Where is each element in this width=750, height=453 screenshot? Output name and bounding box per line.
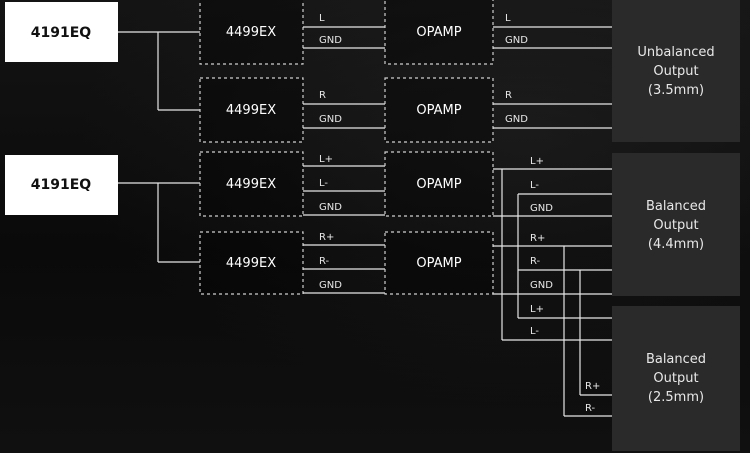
dac-chip-label-4: 4499EX — [226, 256, 276, 271]
dac-chip-box-4 — [199, 231, 304, 295]
unbalanced-output-line1: Unbalanced — [637, 45, 714, 60]
opamp-box-1 — [384, 0, 494, 65]
balanced-25-output-line1: Balanced — [646, 352, 706, 367]
dac-chip-label-3: 4499EX — [226, 177, 276, 192]
bal44-line-label-lplus: L+ — [530, 156, 544, 167]
dac1-line-label-gnd: GND — [319, 35, 342, 46]
dac3-line-label-lminus: L- — [319, 178, 328, 189]
dac4-line-label-rplus: R+ — [319, 232, 334, 243]
bal44-line-label-lminus: L- — [530, 180, 539, 191]
dac-chip-label-2: 4499EX — [226, 103, 276, 118]
dac-chip-box-3 — [199, 151, 304, 217]
eq-chip-label-2: 4191EQ — [31, 177, 92, 193]
unbal-line-label-gnd1: GND — [505, 35, 528, 46]
dac-chip-box-2 — [199, 77, 304, 143]
dac3-line-label-gnd: GND — [319, 202, 342, 213]
balanced-44-output-line3: (4.4mm) — [648, 237, 704, 252]
bal44-line-label-gnd2: GND — [530, 280, 553, 291]
eq-to-dac-wiring — [118, 31, 200, 263]
opamp-box-4 — [384, 231, 494, 295]
balanced-44-output-line1: Balanced — [646, 199, 706, 214]
eq-chip-box-1 — [5, 2, 118, 62]
unbal-line-label-l: L — [505, 13, 511, 24]
eq-chip-label-1: 4191EQ — [31, 25, 92, 41]
dac2-line-label-r: R — [319, 90, 326, 101]
bal25-line-label-lplus: L+ — [530, 304, 544, 315]
balanced-44-output-line2: Output — [653, 218, 698, 233]
dac-to-opamp-wiring — [303, 26, 385, 294]
balanced-25-output-line2: Output — [653, 371, 698, 386]
bal25-line-label-lminus: L- — [530, 326, 539, 337]
bal44-line-label-gnd1: GND — [530, 203, 553, 214]
unbalanced-output-box — [612, 0, 740, 142]
balanced-25-output-box — [612, 306, 740, 451]
opamp-label-3: OPAMP — [416, 177, 461, 192]
dac1-line-label-l: L — [319, 13, 325, 24]
balanced-25-output-line3: (2.5mm) — [648, 390, 704, 405]
opamp-label-4: OPAMP — [416, 256, 461, 271]
dac4-line-label-gnd: GND — [319, 280, 342, 291]
bal44-line-label-rminus: R- — [530, 256, 541, 267]
bal25-line-label-rplus: R+ — [585, 381, 600, 392]
unbalanced-output-line2: Output — [653, 64, 698, 79]
unbal-line-label-r: R — [505, 90, 512, 101]
balanced-44-output-box — [612, 153, 740, 296]
bal44-line-label-rplus: R+ — [530, 233, 545, 244]
opamp-box-3 — [384, 151, 494, 217]
unbalanced-output-line3: (3.5mm) — [648, 83, 704, 98]
opamp-label-2: OPAMP — [416, 103, 461, 118]
unbal-line-label-gnd2: GND — [505, 114, 528, 125]
eq-chip-box-2 — [5, 155, 118, 215]
opamp-box-2 — [384, 77, 494, 143]
dac2-line-label-gnd: GND — [319, 114, 342, 125]
opamp-label-1: OPAMP — [416, 25, 461, 40]
dac-chip-label-1: 4499EX — [226, 25, 276, 40]
bal25-line-label-rminus: R- — [585, 403, 596, 414]
dac4-line-label-rminus: R- — [319, 256, 330, 267]
opamp-to-output-wiring — [493, 26, 612, 417]
dac3-line-label-lplus: L+ — [319, 154, 333, 165]
dac-chip-box-1 — [199, 0, 304, 65]
